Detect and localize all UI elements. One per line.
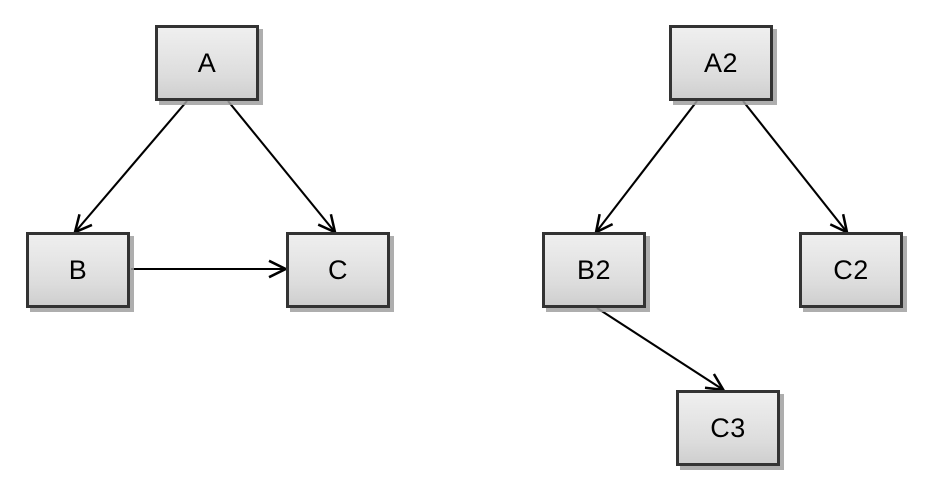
node-label-c: C [328, 254, 348, 285]
node-b[interactable]: B [26, 232, 130, 308]
node-c[interactable]: C [286, 232, 390, 308]
node-label-c2: C2 [833, 254, 869, 285]
node-label-b: B [68, 254, 88, 285]
edges [76, 100, 846, 389]
node-label-a: A [197, 47, 217, 78]
edge-a-to-b[interactable] [76, 100, 188, 231]
node-a[interactable]: A [155, 25, 259, 101]
node-label-c3: C3 [710, 412, 746, 443]
node-b2[interactable]: B2 [542, 232, 646, 308]
node-label-a2: A2 [703, 47, 739, 78]
node-label-b2: B2 [576, 254, 612, 285]
edge-b2-to-c3[interactable] [596, 307, 722, 389]
node-c3[interactable]: C3 [676, 390, 780, 466]
edge-a2-to-c2[interactable] [742, 100, 846, 231]
edge-a-to-c[interactable] [227, 100, 334, 231]
node-a2[interactable]: A2 [669, 25, 773, 101]
node-c2[interactable]: C2 [799, 232, 903, 308]
edge-a2-to-b2[interactable] [597, 100, 698, 231]
